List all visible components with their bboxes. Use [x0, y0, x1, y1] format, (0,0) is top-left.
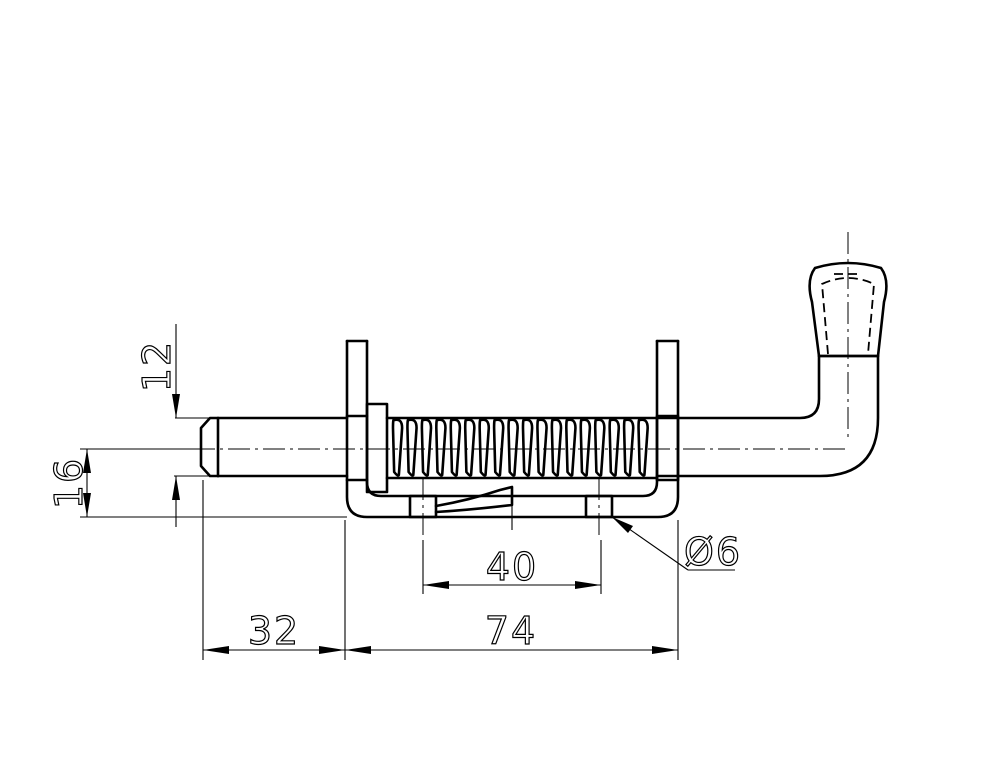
spring-coil	[406, 418, 418, 477]
handle-bend-outer	[676, 354, 880, 478]
handle-knob	[808, 261, 888, 358]
dimension-offset-height: 16	[46, 448, 347, 518]
dim-16-arrow-top	[83, 449, 91, 473]
right-upright-spacer	[655, 414, 680, 482]
spring-coil	[622, 418, 635, 477]
dim-40-arrow-right	[575, 581, 601, 589]
spring-coil	[608, 418, 621, 477]
spring-coil	[391, 418, 404, 477]
dimension-tip-length: 32	[202, 480, 346, 660]
spring-coil	[463, 418, 476, 477]
spring-coil	[420, 418, 433, 477]
dim-16-label: 16	[47, 457, 91, 509]
dimension-hole-diameter: Ø6	[611, 516, 742, 575]
dim-74-arrow-right	[652, 646, 678, 654]
dim-6-label: Ø6	[684, 530, 742, 574]
spring-coil	[492, 418, 505, 477]
knob-hidden-bore	[821, 277, 875, 355]
collar-washer	[345, 402, 389, 494]
dim-32-arrow-left	[203, 646, 229, 654]
pin-tip	[199, 416, 220, 478]
spring-coil	[579, 418, 592, 477]
spring-coil	[435, 418, 447, 477]
handle-bend-inner	[676, 354, 821, 420]
dim-12-arrow-bottom	[172, 476, 180, 500]
dim-6-arrow	[612, 517, 633, 533]
dim-40-arrow-left	[423, 581, 449, 589]
dimension-bracket-width: 74	[345, 520, 679, 660]
dim-40-label: 40	[486, 545, 538, 589]
dimension-hole-spacing: 40	[422, 540, 602, 594]
spring-coil	[550, 418, 563, 477]
dim-12-arrow	[172, 394, 180, 418]
knob-outline	[808, 261, 888, 358]
spring-coil	[449, 418, 462, 477]
compression-spring	[385, 416, 659, 480]
spring-coil	[521, 418, 534, 477]
spring-coil	[478, 418, 491, 477]
right-mounting-hole	[584, 494, 614, 519]
dim-32-label: 32	[248, 609, 300, 653]
mounting-bracket	[345, 339, 680, 530]
spring-coil	[536, 418, 548, 477]
dimension-pin-diameter: 12	[134, 324, 212, 527]
dim-32-arrow-right	[319, 646, 345, 654]
dim-74-arrow-left	[345, 646, 371, 654]
center-lines	[88, 232, 850, 540]
spring-coil	[507, 418, 519, 477]
locking-catch	[434, 485, 514, 514]
dim-74-label: 74	[485, 609, 537, 653]
spring-coil	[593, 418, 606, 477]
dim-16-arrow-bottom	[83, 493, 91, 517]
dim-12-label: 12	[135, 340, 179, 392]
spring-coil	[637, 418, 649, 477]
collar	[365, 402, 389, 494]
spring-coil	[565, 418, 577, 477]
